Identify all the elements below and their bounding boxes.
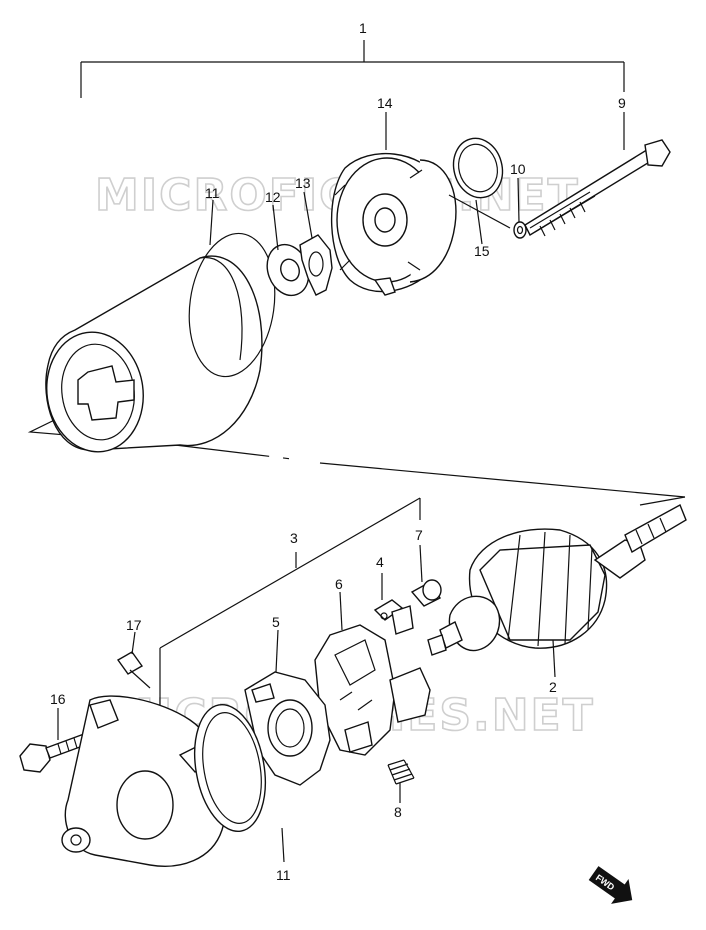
callout-3: 3 [290,530,298,546]
washer-10 [513,221,527,239]
callout-10: 10 [510,161,526,177]
end-cover-14 [330,153,457,296]
callout-6: 6 [335,576,343,592]
armature-2 [427,504,687,656]
bracket-3 [159,497,421,710]
callout-15: 15 [474,243,490,259]
yoke-housing [45,232,276,453]
leader-lines [57,112,625,863]
gasket-11-lower [194,703,266,833]
washer-12 [266,243,310,297]
callout-4: 4 [376,554,384,570]
callout-11-lower: 11 [276,867,291,883]
fwd-arrow-icon: FWD [588,866,633,904]
callout-14: 14 [377,95,393,111]
o-ring-15 [452,137,504,199]
brush-holder-6 [314,624,431,756]
screw-7 [410,579,442,607]
callout-12: 12 [265,189,281,205]
shim-13 [299,234,333,296]
callout-9: 9 [618,95,626,111]
callout-5: 5 [272,614,280,630]
callout-16: 16 [50,691,66,707]
callout-2: 2 [549,679,557,695]
bracket-1 [80,40,625,98]
bolt-17 [116,651,151,689]
callout-7: 7 [415,527,423,543]
callout-1: 1 [359,20,367,36]
callout-13: 13 [295,175,311,191]
callout-8: 8 [394,804,402,820]
brush-4 [373,599,414,635]
plate-5 [244,671,331,786]
callout-17: 17 [126,617,142,633]
callout-11-upper: 11 [205,185,220,201]
spring-8 [387,759,415,785]
through-bolt-9 [524,139,671,237]
